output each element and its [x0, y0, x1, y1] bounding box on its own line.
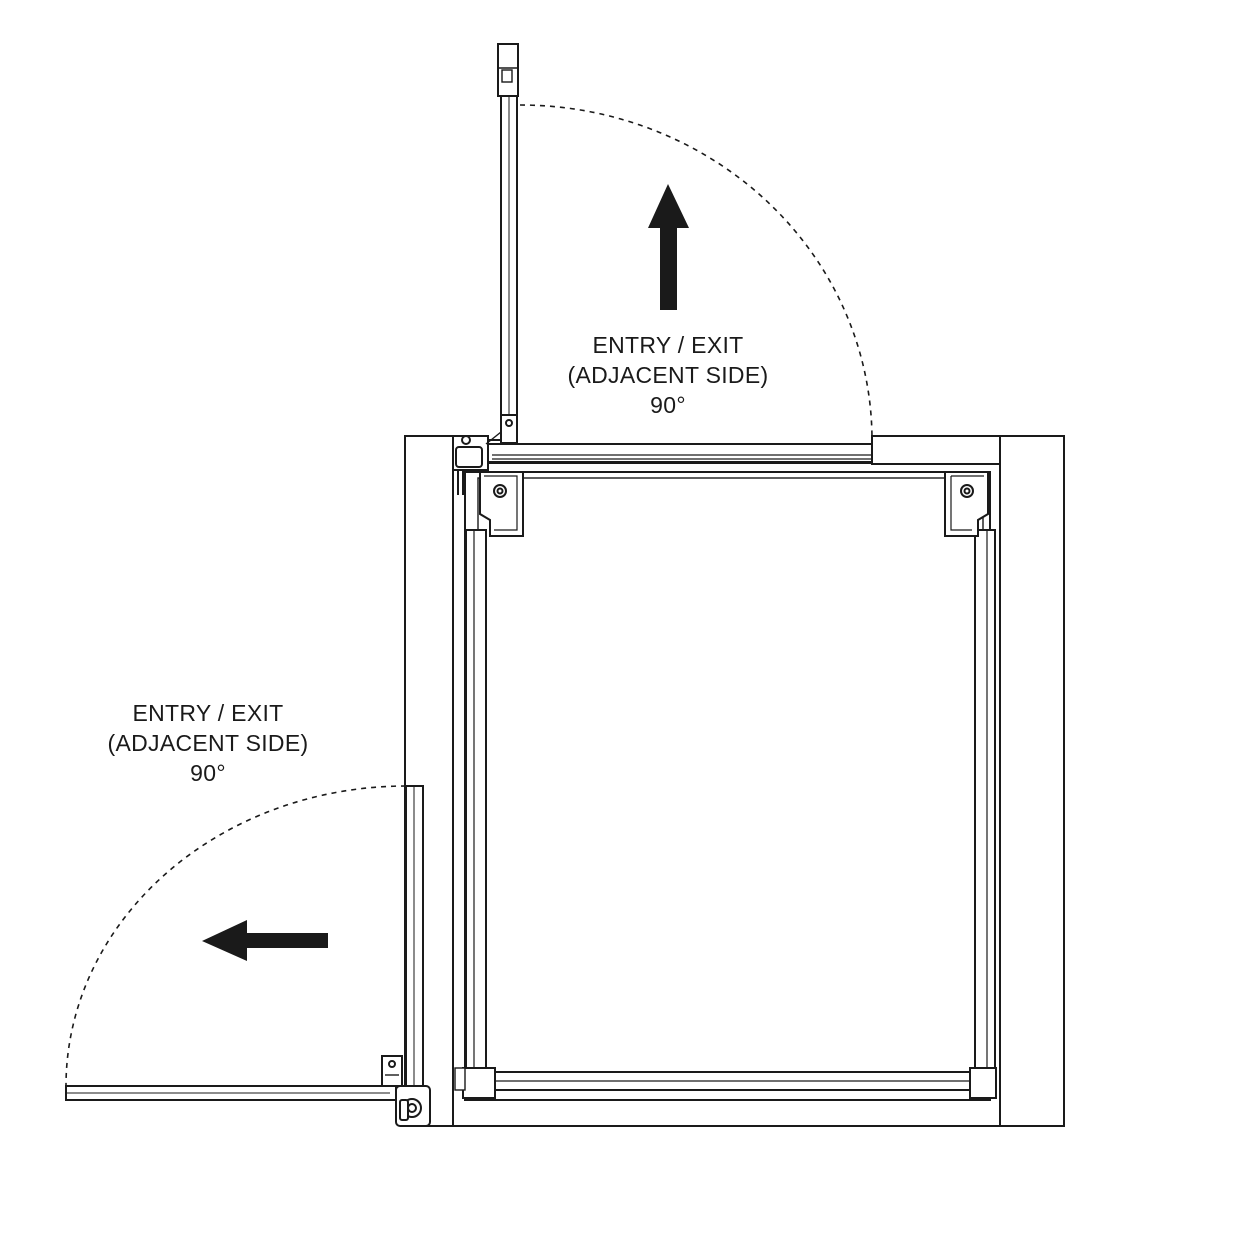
enclosure-frame-inner-2: [477, 477, 984, 1091]
screw-hole-icon: [960, 484, 974, 498]
arrow-up-icon: [648, 184, 689, 310]
left-door-hinge: [381, 1055, 431, 1127]
arrow-left-icon: [202, 920, 328, 961]
right-side-rail: [974, 529, 996, 1071]
top-right-bracket: [944, 471, 989, 537]
top-right-block: [871, 435, 1001, 465]
left-label-line-1: ENTRY / EXIT: [132, 700, 284, 726]
top-left-bracket: [479, 471, 524, 537]
top-label-line-1: ENTRY / EXIT: [592, 332, 744, 358]
top-door-swing-arc: [519, 104, 873, 441]
left-side-rail: [465, 529, 487, 1071]
top-label-line-2: (ADJACENT SIDE): [567, 362, 769, 388]
left-door-swing-arc: [65, 785, 407, 1087]
bottom-right-block: [969, 1067, 997, 1099]
right-wall: [999, 435, 1065, 1127]
top-entry-exit-label: ENTRY / EXIT (ADJACENT SIDE) 90°: [518, 330, 818, 420]
screw-hole-icon: [493, 484, 507, 498]
left-entry-exit-label: ENTRY / EXIT (ADJACENT SIDE) 90°: [58, 698, 358, 788]
bottom-left-block: [462, 1067, 496, 1099]
top-label-line-3: 90°: [650, 392, 686, 418]
left-label-line-3: 90°: [190, 760, 226, 786]
left-label-line-2: (ADJACENT SIDE): [107, 730, 309, 756]
